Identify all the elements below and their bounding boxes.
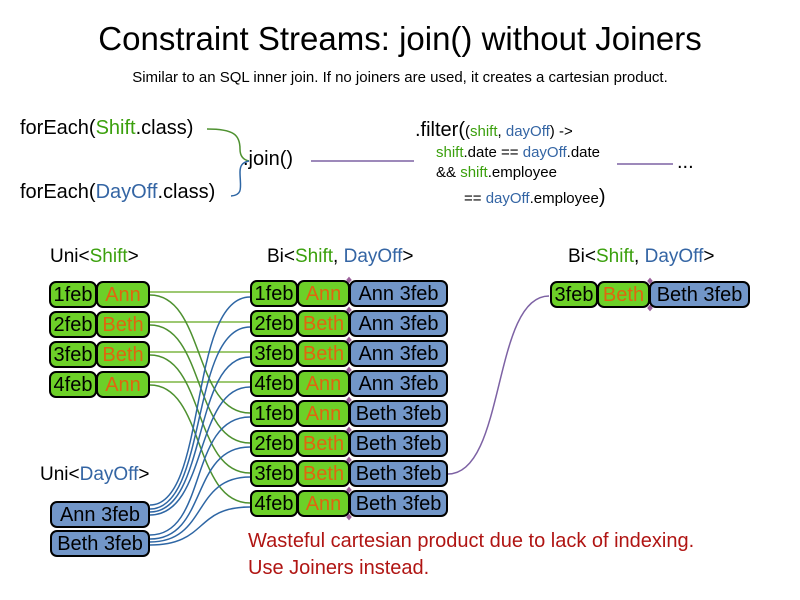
- code-text: (: [465, 123, 470, 140]
- join-date-cell: 4feb: [250, 490, 298, 517]
- dayoff-to-join-curves: [149, 296, 251, 546]
- header-text: >: [402, 246, 414, 267]
- join-dayoff-cell: Ann 3feb: [349, 280, 448, 307]
- shift-employee-cell: Ann: [96, 281, 150, 308]
- code-foreach-dayoff: forEach(DayOff.class): [20, 181, 215, 204]
- shift-employee-cell: Beth: [96, 311, 150, 338]
- shift-employee-cell: Beth: [96, 341, 150, 368]
- shift-date-cell: 4feb: [49, 371, 97, 398]
- code-text: .class): [135, 117, 194, 139]
- join-date-cell: 3feb: [250, 460, 298, 487]
- header-bi-filtered: Bi<Shift, DayOff>: [568, 246, 714, 268]
- header-text: >: [127, 246, 139, 267]
- header-text: ,: [333, 246, 344, 267]
- dayoff-arg-token: dayOff: [522, 144, 567, 161]
- code-filter-line2: shift.date == dayOff.date: [436, 144, 600, 161]
- dayoff-class-token: DayOff: [95, 181, 158, 203]
- header-text: Uni<: [50, 246, 90, 267]
- header-text: >: [703, 246, 715, 267]
- subtitle: Similar to an SQL inner join. If no join…: [132, 69, 668, 86]
- code-text: .employee: [487, 164, 557, 181]
- shift-employee-cell: Ann: [96, 371, 150, 398]
- shift-class-token: Shift: [95, 117, 136, 139]
- code-filter-line1: .filter((shift, dayOff) ->: [415, 119, 573, 142]
- code-text: .employee: [529, 190, 599, 207]
- code-text: forEach(: [20, 181, 96, 203]
- join-filter-purple-lines: [311, 160, 673, 475]
- code-text: forEach(: [20, 117, 96, 139]
- join-employee-cell: Beth: [297, 430, 350, 457]
- shift-date-cell: 1feb: [49, 281, 97, 308]
- code-filter-line4: == dayOff.employee): [464, 186, 606, 209]
- code-text: .date ==: [463, 144, 523, 161]
- filter-fn-token: .filter(: [415, 119, 465, 141]
- code-text: ==: [464, 190, 486, 207]
- code-foreach-shift: forEach(Shift.class): [20, 117, 193, 140]
- header-text: ,: [634, 246, 645, 267]
- shift-date-cell: 2feb: [49, 311, 97, 338]
- dayoff-type-token: DayOff: [79, 464, 139, 485]
- warning-line-1: Wasteful cartesian product due to lack o…: [248, 530, 695, 552]
- shift-arg-token: shift: [436, 144, 464, 161]
- filtered-employee-cell: Beth: [597, 281, 650, 308]
- join-date-cell: 3feb: [250, 340, 298, 367]
- shift-type-token: Shift: [295, 246, 334, 267]
- code-ellipsis: ...: [677, 151, 694, 173]
- join-employee-cell: Beth: [297, 460, 350, 487]
- filtered-date-cell: 3feb: [550, 281, 598, 308]
- shift-type-token: Shift: [596, 246, 635, 267]
- header-text: Uni<: [40, 464, 80, 485]
- dayoff-type-token: DayOff: [644, 246, 704, 267]
- code-text: ,: [497, 123, 506, 140]
- code-join: .join(): [243, 148, 294, 170]
- join-employee-cell: Beth: [297, 310, 350, 337]
- shift-date-cell: 3feb: [49, 341, 97, 368]
- join-employee-cell: Ann: [297, 490, 350, 517]
- join-dayoff-cell: Beth 3feb: [349, 460, 448, 487]
- join-dayoff-cell: Ann 3feb: [349, 340, 448, 367]
- dayoff-cell: Beth 3feb: [50, 530, 150, 557]
- join-date-cell: 2feb: [250, 430, 298, 457]
- warning-line-2: Use Joiners instead.: [248, 557, 430, 579]
- header-uni-dayoff: Uni<DayOff>: [40, 464, 150, 486]
- header-text: Bi<: [568, 246, 596, 267]
- closing-paren: ): [598, 186, 606, 208]
- dayoff-type-token: DayOff: [343, 246, 403, 267]
- join-employee-cell: Ann: [297, 400, 350, 427]
- code-text: .date: [566, 144, 601, 161]
- join-dayoff-cell: Ann 3feb: [349, 310, 448, 337]
- header-bi-join: Bi<Shift, DayOff>: [267, 246, 413, 268]
- code-text: &&: [436, 164, 461, 181]
- shift-arg-token: shift: [470, 123, 498, 140]
- warning-caption: Wasteful cartesian product due to lack o…: [248, 528, 694, 582]
- code-text: .class): [157, 181, 216, 203]
- shift-arg-token: shift: [460, 164, 488, 181]
- dayoff-arg-token: dayOff: [485, 190, 530, 207]
- shift-to-join-horizontal-lines: [150, 291, 250, 383]
- join-date-cell: 4feb: [250, 370, 298, 397]
- join-date-cell: 2feb: [250, 310, 298, 337]
- code-filter-line3: && shift.employee: [436, 164, 557, 181]
- join-date-cell: 1feb: [250, 400, 298, 427]
- dayoff-arg-token: dayOff: [505, 123, 550, 140]
- join-employee-cell: Beth: [297, 340, 350, 367]
- code-text: ) ->: [549, 123, 573, 140]
- join-dayoff-cell: Ann 3feb: [349, 370, 448, 397]
- foreach-join-brace: [206, 128, 250, 197]
- page-title: Constraint Streams: join() without Joine…: [98, 20, 702, 57]
- shift-type-token: Shift: [89, 246, 128, 267]
- join-employee-cell: Ann: [297, 280, 350, 307]
- join-dayoff-cell: Beth 3feb: [349, 400, 448, 427]
- header-text: Bi<: [267, 246, 295, 267]
- dayoff-cell: Ann 3feb: [50, 501, 150, 528]
- filtered-dayoff-cell: Beth 3feb: [649, 281, 750, 308]
- join-dayoff-cell: Beth 3feb: [349, 430, 448, 457]
- header-text: >: [138, 464, 150, 485]
- shift-to-join-curves: [149, 294, 251, 504]
- header-uni-shift: Uni<Shift>: [50, 246, 139, 268]
- join-employee-cell: Ann: [297, 370, 350, 397]
- join-date-cell: 1feb: [250, 280, 298, 307]
- join-dayoff-cell: Beth 3feb: [349, 490, 448, 517]
